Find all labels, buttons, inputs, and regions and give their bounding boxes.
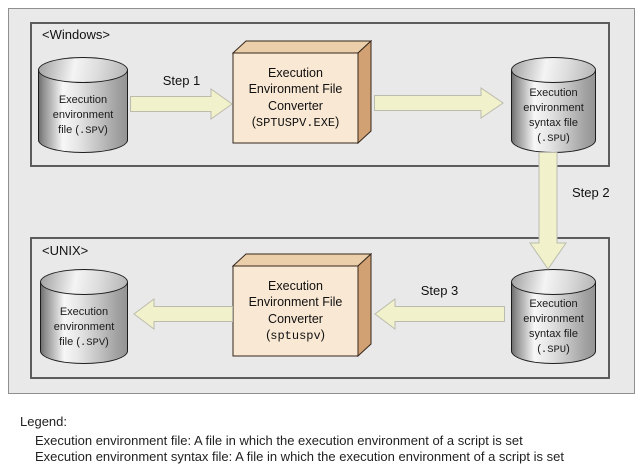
- cylinder-body: [511, 70, 596, 153]
- cylinder-label-line: (.SPU): [537, 131, 570, 147]
- unix-syntax-file-cylinder: Execution environment syntax file (.SPU): [511, 269, 596, 364]
- cylinder-label: Execution environment syntax file (.SPU): [511, 293, 596, 362]
- cylinder-label-line: file (.SPV): [58, 123, 108, 139]
- file-extension-text: .SPU: [540, 344, 567, 356]
- cylinder-label-line: environment: [53, 320, 115, 333]
- cylinder-label: Execution environment syntax file (.SPU): [511, 81, 596, 151]
- step1-arrow-icon: [130, 88, 233, 120]
- unix-env-file-cylinder: Execution environment file (.SPV): [40, 269, 128, 364]
- unix-output-arrow-icon: [133, 298, 233, 330]
- cylinder-label-line: environment: [523, 101, 584, 114]
- converter-3d-box-shape: [231, 39, 373, 145]
- windows-output-arrow-icon: [374, 87, 504, 119]
- step1-label: Step 1: [162, 73, 201, 88]
- command-paren: (: [266, 328, 271, 342]
- command-text: SPTUSPV.EXE: [255, 116, 336, 130]
- unix-section-label: <UNIX>: [42, 243, 89, 258]
- cylinder-top: [40, 269, 128, 295]
- file-label-text: file (: [58, 124, 79, 136]
- step2-label: Step 2: [572, 185, 610, 200]
- windows-env-file-cylinder: Execution environment file (.SPV): [38, 57, 128, 153]
- file-label-text: ): [104, 124, 108, 136]
- cylinder-label-line: Execution: [59, 305, 109, 318]
- windows-converter-box: Execution Environment File Converter (SP…: [231, 39, 373, 145]
- file-extension-text: .SPV: [79, 336, 106, 349]
- converter-label-line: Converter: [268, 98, 323, 113]
- converter-command: (sptuspv): [266, 327, 325, 345]
- unix-section-box: [30, 237, 610, 379]
- file-label-text: ): [566, 343, 570, 355]
- windows-syntax-file-cylinder: Execution environment syntax file (.SPU): [511, 57, 596, 153]
- step2-arrow-icon: [529, 152, 567, 270]
- converter-3d-box-shape: [231, 252, 373, 358]
- cylinder-label-line: file (.SPV): [59, 335, 109, 351]
- cylinder-label-line: environment: [523, 313, 584, 325]
- cylinder-body: [38, 70, 128, 153]
- command-paren: (: [251, 115, 256, 129]
- converter-label: Execution Environment File Converter (SP…: [233, 53, 358, 143]
- converter-label-line: Environment File: [248, 82, 343, 96]
- cylinder-top: [38, 57, 128, 83]
- cylinder-label: Execution environment file (.SPV): [38, 81, 128, 151]
- cylinder-label-line: Execution: [529, 298, 578, 310]
- unix-converter-box: Execution Environment File Converter (sp…: [231, 252, 373, 358]
- command-text: sptuspv: [270, 329, 321, 343]
- step3-arrow-icon: [374, 298, 505, 330]
- command-paren: ): [335, 115, 340, 129]
- cylinder-label: Execution environment file (.SPV): [40, 293, 128, 362]
- file-label-text: (: [537, 343, 541, 355]
- command-paren: ): [320, 328, 325, 342]
- file-extension-text: .SPU: [540, 132, 567, 145]
- windows-section-box: [30, 22, 610, 167]
- file-label-text: ): [105, 335, 109, 348]
- cylinder-label-line: environment: [52, 109, 114, 121]
- file-label-text: ): [566, 131, 570, 144]
- legend: Legend: Execution environment file: A fi…: [20, 414, 564, 465]
- file-extension-text: .SPV: [78, 125, 105, 137]
- cylinder-label-line: Execution: [58, 94, 108, 106]
- cylinder-label-line: (.SPU): [537, 342, 570, 358]
- step3-label: Step 3: [420, 283, 459, 298]
- file-label-text: file (: [59, 335, 80, 348]
- legend-title: Legend:: [20, 414, 67, 429]
- cylinder-body: [511, 282, 596, 364]
- cylinder-label-line: syntax file: [529, 116, 578, 129]
- legend-item: Execution environment file: A file in wh…: [35, 433, 523, 448]
- cylinder-top: [511, 57, 596, 83]
- converter-label: Execution Environment File Converter (sp…: [233, 266, 358, 356]
- cylinder-body: [40, 282, 128, 364]
- file-label-text: (: [537, 131, 541, 144]
- windows-section-label: <Windows>: [42, 27, 110, 42]
- converter-label-line: Execution: [268, 278, 323, 293]
- converter-label-line: Execution: [268, 65, 323, 80]
- cylinder-label-line: syntax file: [529, 328, 578, 340]
- converter-command: (SPTUSPV.EXE): [252, 114, 340, 132]
- cylinder-label-line: Execution: [529, 86, 578, 99]
- cylinder-top: [511, 269, 596, 295]
- converter-label-line: Converter: [268, 311, 323, 326]
- converter-label-line: Environment File: [248, 295, 343, 309]
- legend-item: Execution environment syntax file: A fil…: [35, 449, 564, 464]
